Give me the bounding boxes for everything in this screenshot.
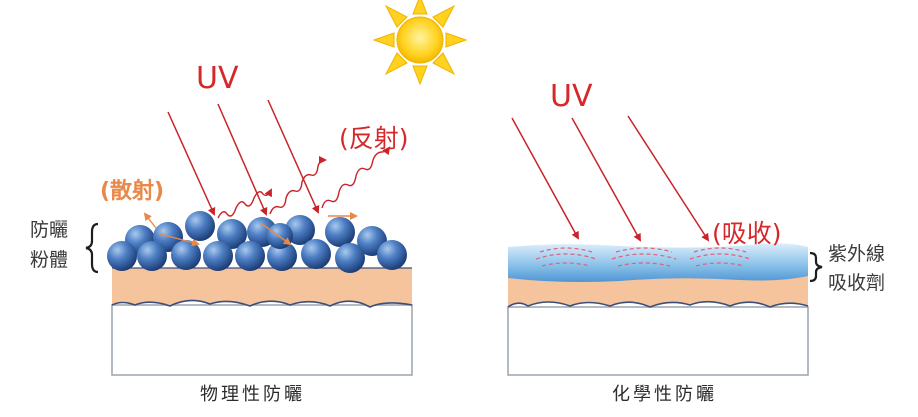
chemical-sunscreen-panel: UV (吸收) 紫外線 吸收劑 化學性防曬 [507, 79, 885, 405]
absorption-dashes [535, 247, 751, 267]
physical-uv-label: UV [196, 61, 239, 96]
dermis-layer [111, 304, 413, 376]
powder-label-line2: 粉體 [30, 249, 68, 271]
scattered-uv-arrows [143, 212, 358, 247]
uv-incoming-rays [167, 99, 320, 216]
uv-absorber-film [508, 243, 808, 282]
brace-icon-right [809, 251, 823, 283]
absorber-label-line1: 紫外線 [828, 243, 885, 265]
chemical-uv-label: UV [550, 79, 593, 114]
absorber-label-line2: 吸收劑 [828, 272, 885, 294]
physical-sunscreen-panel: UV (反射) (散射) 防曬 粉體 物理性防曬 [30, 61, 413, 405]
powder-label-line1: 防曬 [30, 219, 68, 241]
uv-incoming-rays-right [511, 115, 710, 242]
epidermis-layer [112, 268, 412, 307]
chemical-caption: 化學性防曬 [612, 384, 717, 405]
dermis-layer-right [507, 306, 809, 376]
sun-icon [372, 0, 468, 86]
physical-caption: 物理性防曬 [200, 384, 305, 405]
sunscreen-powder-particles [107, 211, 407, 273]
reflected-uv-waves [217, 146, 391, 219]
reflect-label: (反射) [339, 124, 409, 153]
scatter-label: (散射) [100, 178, 164, 204]
epidermis-layer-right [508, 274, 808, 307]
absorb-label: (吸收) [712, 219, 782, 248]
brace-icon [85, 222, 99, 274]
